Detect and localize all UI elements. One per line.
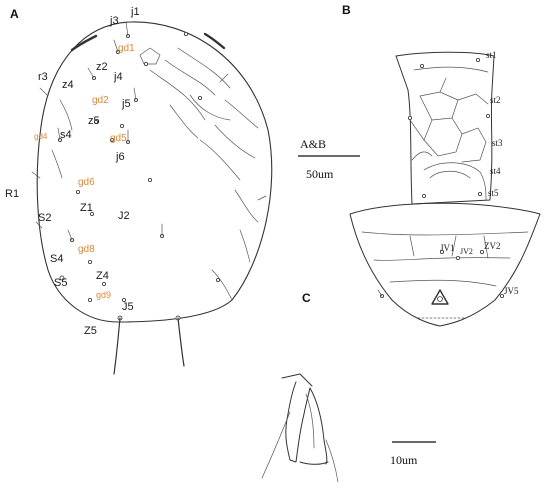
ventrianal-shield-outline (349, 202, 541, 327)
seta-label-j5: j5 (121, 98, 131, 110)
gland-label-gd2: gd2 (92, 95, 109, 106)
seta-label-j5b: J5 (122, 301, 134, 313)
seta-label-zv2: ZV2 (484, 241, 501, 251)
anal-opening (431, 289, 449, 305)
panel-c-detail: C (261, 291, 339, 483)
sternal-setal-bases (407, 58, 490, 198)
panel-c-label: C (302, 291, 311, 305)
scale-ab-label: A&B (300, 137, 326, 151)
seta-label-r1: R1 (5, 188, 19, 200)
seta-label-s2: S2 (38, 212, 51, 224)
chelicera-base (299, 461, 329, 465)
dorsal-shield-outline (36, 21, 273, 323)
seta-label-st5: st5 (488, 188, 499, 198)
seta-label-st4: st4 (490, 166, 501, 176)
panel-a-label: A (10, 7, 19, 21)
sternal-reticulation (409, 66, 489, 201)
seta-label-j6: j6 (115, 151, 125, 163)
seta-label-z5: z5 (88, 115, 100, 127)
dorsal-setae-hairs (31, 21, 267, 241)
ventrianal-reticulation (361, 231, 529, 287)
seta-label-z2: z2 (96, 61, 108, 73)
scale-bar-c: 10um (390, 441, 436, 467)
seta-label-r3: r3 (38, 71, 48, 83)
chelicera-digit (309, 387, 328, 465)
gland-label-gd9: gd9 (96, 290, 111, 300)
seta-label-j3: j3 (109, 15, 119, 27)
gland-label-gd5: gd5 (110, 133, 127, 144)
seta-label-s5: S5 (54, 277, 67, 289)
seta-label-s4: s4 (60, 129, 72, 141)
seta-label-z4b: Z4 (96, 270, 109, 282)
gland-label-gd8: gd8 (78, 244, 95, 255)
seta-label-z1: Z1 (80, 202, 93, 214)
seta-label-jv1: JV1 (440, 243, 455, 253)
seta-label-z5b: Z5 (84, 325, 97, 337)
seta-label-j2: J2 (118, 210, 130, 222)
panel-b-label: B (342, 3, 351, 17)
scale-bar-ab: A&B 50um (298, 137, 360, 181)
panel-a-dorsal-shield: A (5, 6, 273, 375)
seta-z5-right (177, 317, 185, 367)
chelicera-tip (281, 373, 313, 387)
seta-label-st1: st1 (486, 50, 497, 60)
seta-hair-left (377, 289, 383, 297)
chelicera-outline (285, 381, 311, 463)
setal-bases (58, 32, 220, 321)
anal-pore (437, 296, 443, 302)
scale-ab-value: 50um (306, 167, 334, 181)
right-shoulder-sclerite (203, 32, 226, 50)
gland-label-gd1: gd1 (118, 43, 135, 54)
seta-label-jv2: JV2 (460, 247, 473, 256)
seta-label-st2: st2 (490, 95, 501, 105)
left-shoulder-sclerite (70, 34, 98, 52)
panel-b-ventral: B (342, 3, 541, 327)
shield-reticulation (51, 47, 259, 301)
seta-label-st3: st3 (492, 138, 503, 148)
seta-label-s4b: S4 (50, 253, 63, 265)
ventrianal-setal-bases (379, 249, 504, 298)
seta-label-jv5: JV5 (504, 286, 519, 296)
seta-label-j1: j1 (130, 6, 140, 18)
scale-c-value: 10um (390, 453, 418, 467)
gland-label-gd4: gd4 (34, 132, 48, 141)
seta-z5-left (113, 317, 121, 375)
sternal-shield-outline (395, 51, 495, 205)
seta-label-z4: z4 (62, 79, 74, 91)
seta-label-j4: j4 (113, 71, 123, 83)
gland-label-gd6: gd6 (78, 177, 95, 188)
